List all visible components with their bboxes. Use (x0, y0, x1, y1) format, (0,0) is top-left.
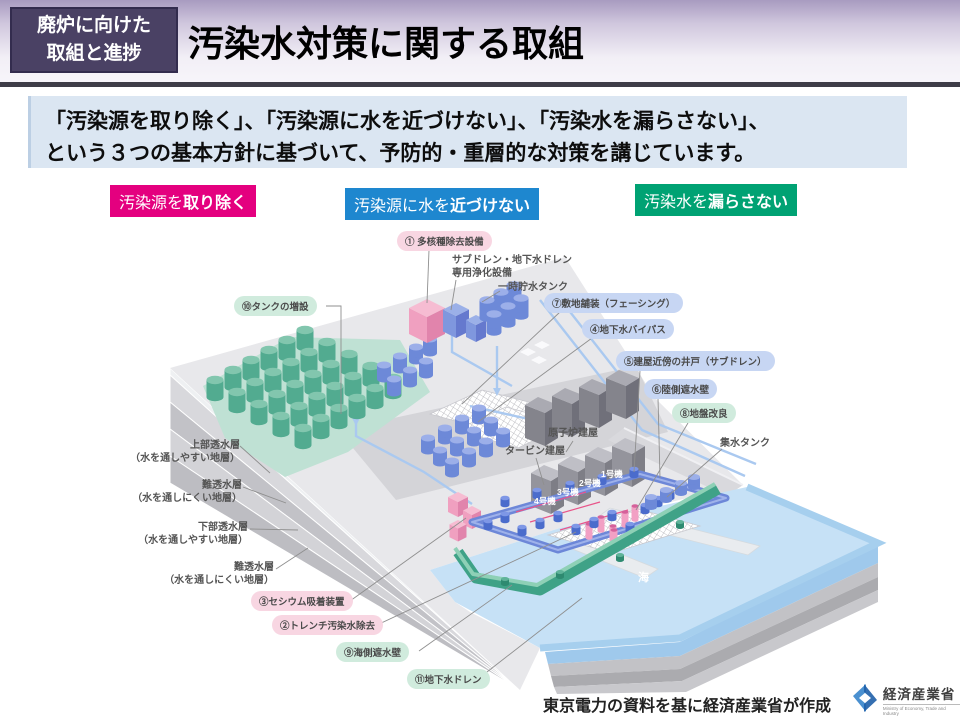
label-strataB2-text: （水を通しにくい地層） (132, 493, 242, 504)
label-l4: ④地下水バイパス (582, 319, 674, 339)
label-unit3: 3号機 (557, 486, 579, 498)
label-l3-text: ③セシウム吸着装置 (259, 597, 345, 608)
label-strataC1: 下部透水層 （水を通しやすい地層） (122, 521, 248, 547)
label-strataA1: 上部透水層 （水を通しやすい地層） (118, 439, 240, 465)
label-strataA1-text: 上部透水層 (190, 440, 240, 451)
meti-logo-icon (853, 684, 877, 712)
header-divider (0, 82, 960, 87)
strategy-prevent-leak-bold: 漏らさない (708, 194, 789, 211)
label-tempTank: 一時貯水タンク (498, 281, 568, 294)
blue-tanks-a (377, 335, 437, 397)
meti-logo-subtext: Ministry of Economy, Trade and Industry (882, 704, 960, 716)
label-subdrain1-text: サブドレン・地下水ドレン (452, 255, 572, 266)
label-sea-text: 海 (638, 572, 650, 584)
alps-and-purification-equipment (409, 281, 529, 343)
label-l10-text: ⑩タンクの増設 (242, 302, 309, 313)
label-connectors (239, 249, 723, 680)
strategy-remove-source-bold: 取り除く (183, 195, 248, 212)
label-reactor-text: 原子炉建屋 (548, 428, 598, 439)
sea-side-wall (453, 482, 721, 596)
label-l8: ⑧地盤改良 (672, 403, 736, 423)
label-strataC1-text: 下部透水層 (198, 522, 248, 533)
label-unit4: 4号機 (534, 495, 556, 507)
label-l11-text: ⑪地下水ドレン (415, 675, 482, 686)
label-shusui-text: 集水タンク (720, 438, 770, 449)
strategy-keep-water-away-pre: 汚染源に水を (354, 198, 451, 215)
label-unit1: 1号機 (601, 468, 623, 480)
label-l1-text: ① 多核種除去設備 (405, 237, 484, 248)
label-turbine: タービン建屋 (505, 445, 565, 458)
meti-logo-text: 経済産業省 (882, 687, 956, 702)
label-shusui: 集水タンク (720, 437, 770, 450)
label-l3: ③セシウム吸着装置 (251, 591, 353, 611)
intro-box: 「汚染源を取り除く」、「汚染源に水を近づけない」、「汚染水を漏らさない」、 とい… (28, 96, 907, 168)
label-l6-text: ⑥陸側遮水壁 (652, 385, 710, 396)
intro-line2: という３つの基本方針に基づいて、予防的・重層的な対策を講じています。 (45, 141, 756, 165)
label-unit1-text: 1号機 (601, 469, 623, 479)
section-tag-line2: 取組と進捗 (46, 43, 142, 64)
meti-logo: 経済産業省 Ministry of Economy, Trade and Ind… (850, 683, 960, 716)
label-l9: ⑨海側遮水壁 (336, 642, 410, 662)
undersea-strata (545, 543, 878, 694)
label-l5-text: ⑤建屋近傍の井戸（サブドレン） (624, 357, 767, 368)
label-l9-text: ⑨海側遮水壁 (344, 648, 402, 659)
section-tag: 廃炉に向けた 取組と進捗 (10, 7, 178, 73)
label-strataB1: 難透水層 （水を通しにくい地層） (118, 479, 242, 505)
label-subdrain1: サブドレン・地下水ドレン専用浄化設備 (452, 254, 572, 280)
label-unit3-text: 3号機 (557, 487, 579, 497)
label-strataD1: 難透水層 （水を通しにくい地層） (146, 561, 274, 587)
pipe-arrows (352, 388, 501, 426)
strategy-keep-water-away-bold: 近づけない (450, 198, 531, 215)
cesium-adsorption-units (448, 492, 481, 542)
strategy-prevent-leak-pre: 汚染水を (644, 194, 709, 211)
label-l5: ⑤建屋近傍の井戸（サブドレン） (616, 351, 775, 371)
label-turbine-text: タービン建屋 (505, 446, 565, 457)
label-l2-text: ②トレンチ汚染水除去 (280, 621, 376, 632)
label-l10: ⑩タンクの増設 (234, 296, 317, 316)
label-l4-text: ④地下水バイパス (590, 325, 666, 336)
strategy-prevent-leak: 汚染水を漏らさない (635, 184, 798, 216)
strategy-keep-water-away: 汚染源に水を近づけない (345, 188, 540, 220)
label-l8-text: ⑧地盤改良 (680, 409, 728, 420)
strategy-remove-source-pre: 汚染源を (119, 195, 184, 212)
attribution-note: 東京電力の資料を基に経済産業省が作成 (543, 698, 832, 715)
blue-tanks-b (421, 404, 510, 478)
label-unit2: 2号機 (579, 477, 601, 489)
label-strataD2-text: （水を通しにくい地層） (164, 575, 274, 586)
label-strataA2-text: （水を通しやすい地層） (130, 453, 240, 464)
label-l2: ②トレンチ汚染水除去 (272, 615, 384, 635)
label-unit4-text: 4号機 (534, 496, 556, 506)
label-unit2-text: 2号機 (579, 478, 601, 488)
label-subdrain2-text: 専用浄化設備 (452, 268, 512, 279)
label-l7: ⑦敷地舗装（フェーシング） (544, 293, 684, 313)
label-l1: ① 多核種除去設備 (397, 231, 492, 251)
intro-line1: 「汚染源を取り除く」、「汚染源に水を近づけない」、「汚染水を漏らさない」、 (45, 110, 770, 133)
section-tag-line1: 廃炉に向けた (36, 15, 151, 37)
label-reactor: 原子炉建屋 (548, 427, 598, 440)
label-strataD1-text: 難透水層 (234, 562, 274, 573)
label-l7-text: ⑦敷地舗装（フェーシング） (552, 299, 676, 310)
label-strataB1-text: 難透水層 (202, 480, 242, 491)
reactor-buildings (525, 370, 639, 446)
label-l11: ⑪地下水ドレン (407, 669, 490, 689)
label-tempTank-text: 一時貯水タンク (498, 282, 568, 293)
label-strataC2-text: （水を通しやすい地層） (138, 535, 248, 546)
page-title: 汚染水対策に関する取組 (188, 23, 585, 64)
label-sea: 海 (638, 569, 650, 585)
strategy-remove-source: 汚染源を取り除く (110, 185, 257, 217)
helipad-marks (520, 341, 550, 364)
plant-structures (206, 281, 730, 596)
label-l6: ⑥陸側遮水壁 (644, 379, 718, 399)
land-side-wall (468, 470, 730, 554)
